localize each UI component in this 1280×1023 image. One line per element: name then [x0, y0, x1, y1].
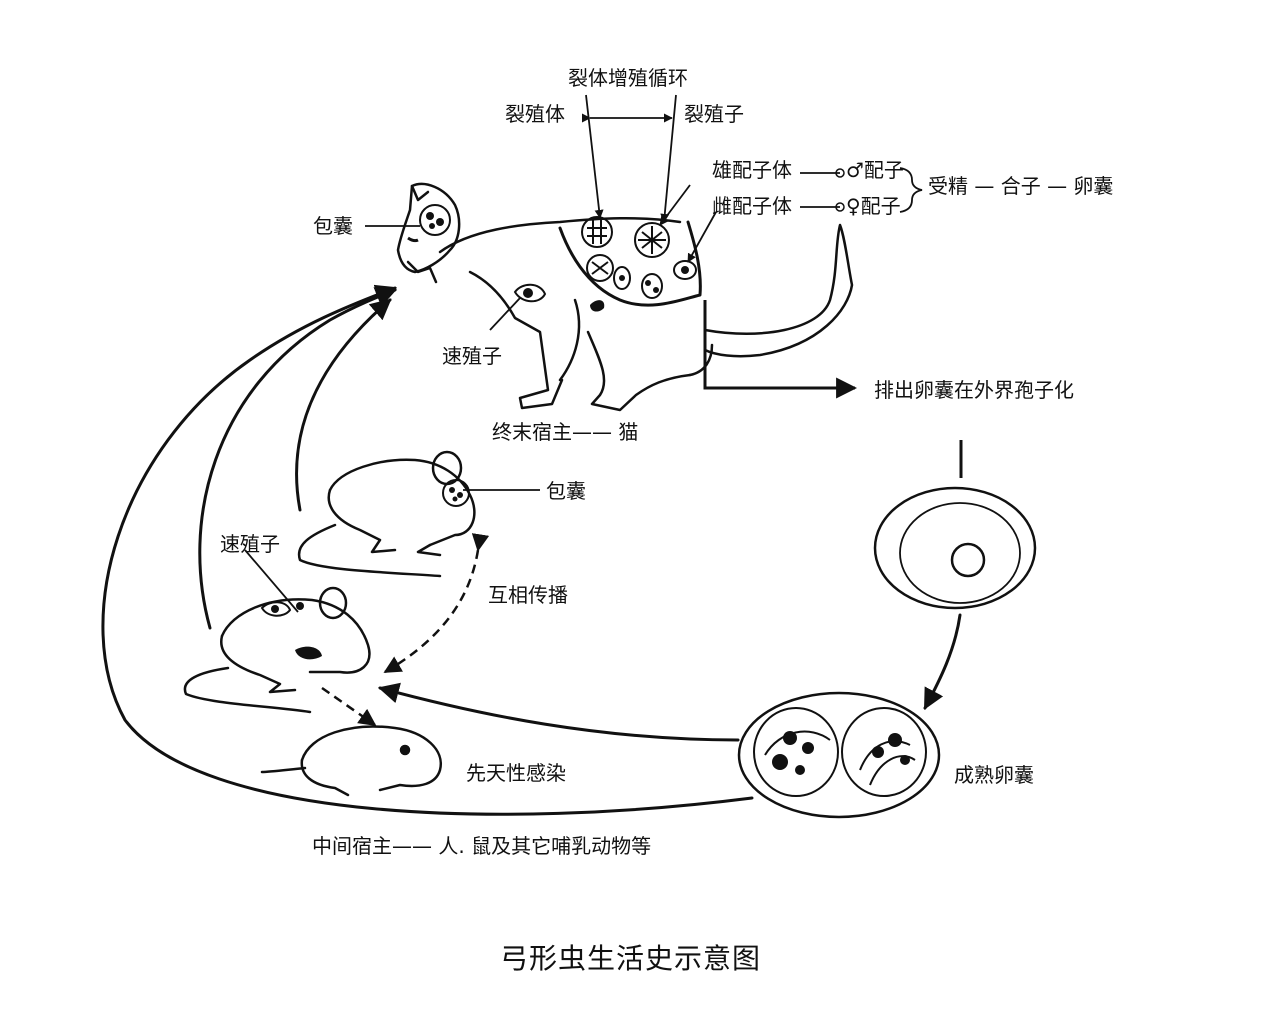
label-mutual-transmission: 互相传播	[488, 583, 568, 607]
label-schizogony-cycle: 裂体增殖循环	[568, 66, 688, 90]
label-cat-tachyzoite: 速殖子	[442, 344, 502, 368]
immature-oocyst-icon	[873, 486, 1037, 610]
congenital-arrow	[321, 686, 377, 727]
mouse-baby-illustration	[260, 725, 443, 797]
schizont-late-icon	[641, 273, 663, 299]
schizogony-arrows	[581, 94, 677, 223]
label-fertilization-chain: 受精 — 合子 — 卵囊	[928, 174, 1114, 198]
label-female-gamete: ♀配子	[846, 194, 901, 218]
tachyzoite-dark-icon	[295, 646, 322, 660]
label-oocyst-exit: 排出卵囊在外界孢子化	[874, 378, 1074, 402]
label-male-gametocyte: 雄配子体	[712, 158, 792, 182]
cat-eye-icon	[407, 236, 419, 243]
label-schizont: 裂殖体	[505, 102, 565, 126]
mouse-upper-illustration	[297, 450, 476, 578]
label-mouse-tachyzoite: 速殖子	[220, 532, 280, 556]
mature-oocyst-icon	[737, 691, 941, 819]
cat-tachyzoite-icon	[513, 283, 547, 303]
label-definitive-host: 终末宿主—— 猫	[492, 420, 639, 444]
diagram-caption: 弓形虫生活史示意图	[500, 942, 762, 975]
label-mouse-cyst: 包囊	[546, 479, 586, 503]
brace	[899, 167, 923, 213]
bradyzoite-dot-icon	[436, 218, 444, 226]
nucleus-dot-icon	[523, 288, 533, 298]
label-male-gamete: ♂配子	[846, 158, 904, 182]
label-intermediate-host: 中间宿主—— 人. 鼠及其它哺乳动物等	[312, 834, 652, 858]
oocyst-exit-arrow	[703, 300, 858, 399]
female-gametocyte-icon	[673, 260, 697, 280]
label-mature-oocyst: 成熟卵囊	[954, 763, 1034, 787]
trophozoite-icon	[613, 266, 631, 290]
intestinal-stages	[581, 216, 697, 299]
sporozoite-dots	[772, 731, 910, 775]
tachyzoite-icon	[260, 601, 292, 617]
cat-parasite-icon	[590, 300, 605, 312]
bradyzoite-dot-icon	[429, 223, 435, 229]
mouse-middle-illustration	[183, 586, 371, 714]
pointer-lines	[244, 172, 840, 613]
schizont-icon	[581, 216, 613, 248]
label-cat-cyst: 包囊	[313, 214, 353, 238]
merozoite-cluster-icon	[586, 254, 614, 282]
bradyzoite-dot-icon	[426, 212, 434, 220]
flow-arrows	[101, 284, 962, 816]
label-female-gametocyte: 雌配子体	[712, 194, 792, 218]
male-gametocyte-icon	[634, 222, 670, 258]
cat-cyst-icon	[419, 204, 451, 236]
label-merozoite: 裂殖子	[684, 102, 744, 126]
label-congenital-infection: 先天性感染	[466, 761, 566, 785]
mouse-cyst-icon	[442, 479, 470, 507]
mutual-transmission-arrow	[383, 533, 490, 674]
